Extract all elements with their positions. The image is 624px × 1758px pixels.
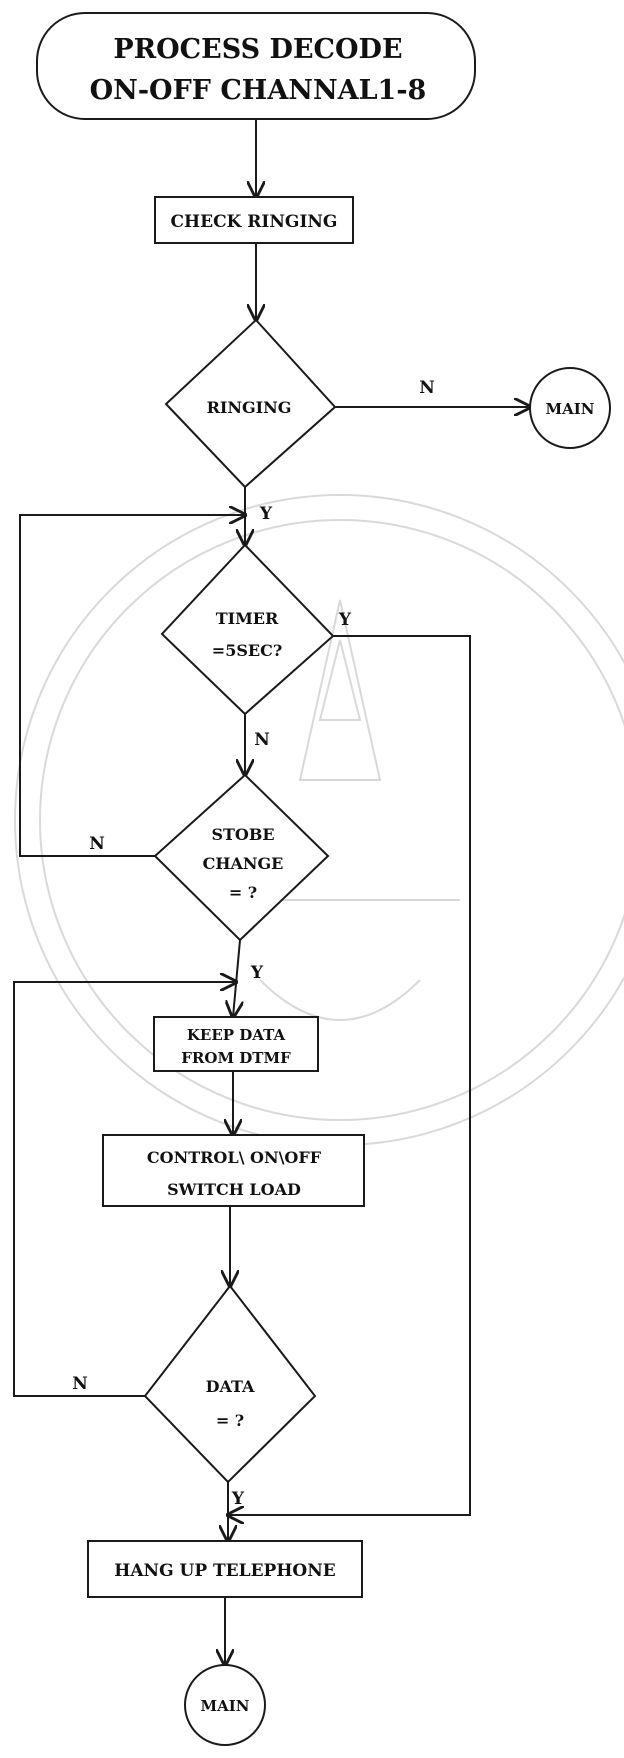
control-label-line2: SWITCH LOAD: [167, 1180, 301, 1199]
edge-label-data-no: N: [72, 1374, 88, 1394]
main-top-label: MAIN: [546, 400, 595, 418]
hang-up-label: HANG UP TELEPHONE: [114, 1561, 335, 1581]
connectors: [13, 118, 530, 1665]
edge-strobe-yes-to-keep: [233, 939, 240, 1017]
strobe-decision: STOBE CHANGE = ?: [153, 773, 330, 942]
check-ringing-label: CHECK RINGING: [171, 212, 338, 232]
strobe-label-line2: CHANGE: [203, 854, 284, 873]
timer-label-line2: =5SEC?: [212, 641, 282, 660]
edge-label-strobe-yes: Y: [250, 963, 264, 983]
edge-data-no-loop: [13, 982, 236, 1397]
edge-timer-yes-to-hangup: [228, 635, 471, 1515]
hang-up-box: HANG UP TELEPHONE: [87, 1540, 363, 1598]
edge-label-ringing-yes: Y: [259, 504, 273, 524]
edge-label-ringing-no: N: [419, 378, 435, 398]
control-box: CONTROL\ ON\OFF SWITCH LOAD: [102, 1134, 365, 1207]
edge-label-timer-no: N: [254, 730, 270, 750]
keep-data-label-line2: FROM DTMF: [181, 1049, 291, 1067]
check-ringing-box: CHECK RINGING: [154, 196, 354, 244]
timer-decision: TIMER =5SEC?: [160, 543, 335, 716]
timer-label-line1: TIMER: [216, 609, 279, 628]
edge-label-strobe-no: N: [89, 834, 105, 854]
edge-labels: N Y Y N N Y N Y: [72, 378, 435, 1509]
edge-label-data-yes: Y: [231, 1489, 245, 1509]
control-label-line1: CONTROL\ ON\OFF: [147, 1148, 322, 1167]
keep-data-label-line1: KEEP DATA: [187, 1026, 286, 1044]
ringing-decision: RINGING: [164, 318, 337, 489]
strobe-label-line3: = ?: [229, 883, 257, 902]
data-label-line2: = ?: [216, 1411, 244, 1430]
strobe-label-line1: STOBE: [211, 825, 274, 844]
main-connector-top: MAIN: [529, 367, 611, 449]
edge-strobe-no-loop: [19, 515, 245, 857]
keep-data-box: KEEP DATA FROM DTMF: [153, 1016, 319, 1072]
main-connector-bottom: MAIN: [184, 1664, 266, 1746]
watermark-seal: [14, 494, 624, 1146]
start-label-line1: PROCESS DECODE: [113, 34, 402, 65]
start-label-line2: ON-OFF CHANNAL1-8: [90, 75, 427, 106]
data-label-line1: DATA: [206, 1377, 255, 1396]
data-decision: DATA = ?: [143, 1284, 317, 1484]
start-terminal: PROCESS DECODE ON-OFF CHANNAL1-8: [36, 12, 476, 120]
edge-label-timer-yes: Y: [338, 610, 352, 630]
main-bottom-label: MAIN: [201, 1697, 250, 1715]
ringing-label: RINGING: [207, 398, 292, 417]
